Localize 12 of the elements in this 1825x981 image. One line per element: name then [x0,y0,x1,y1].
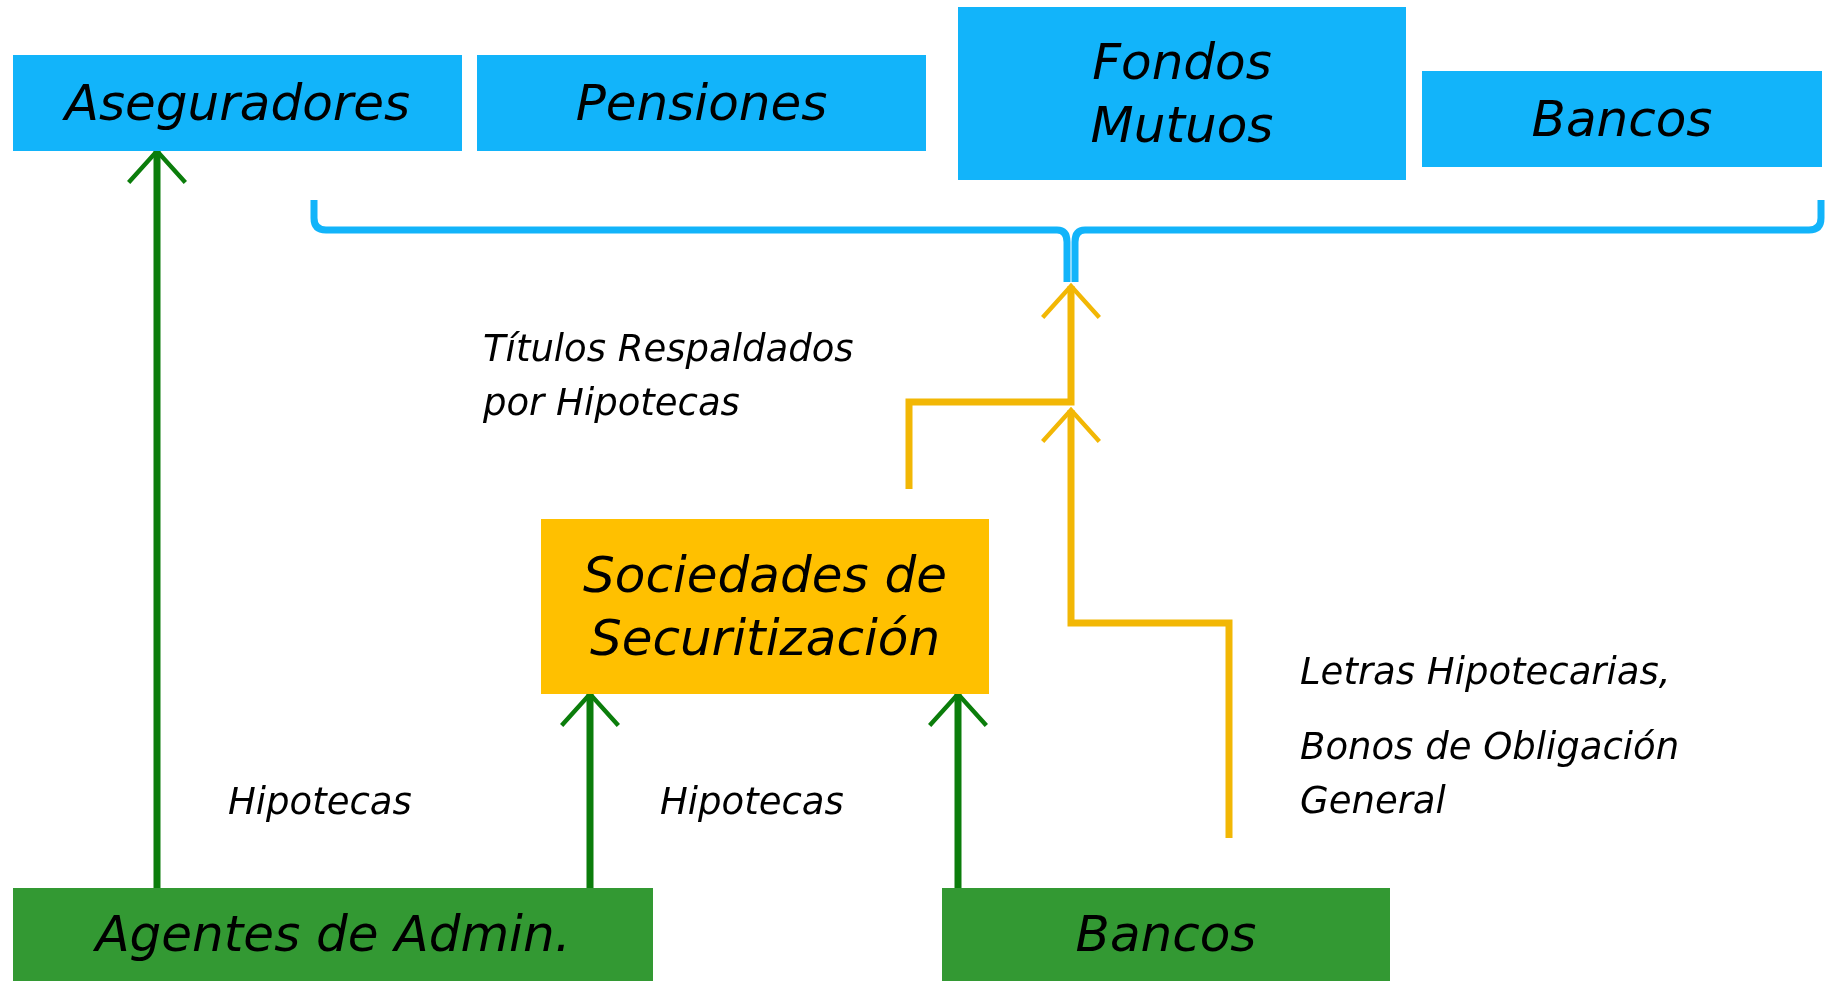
flow-label: Títulos Respaldados por Hipotecas [483,326,855,426]
entity-box: Sociedades de Securitización [541,519,989,694]
flow-label: Bonos de Obligación General [1300,724,1681,824]
entity-box: Pensiones [477,55,926,151]
flow-label: Letras Hipotecarias, [1300,649,1672,695]
flow-label: Hipotecas [660,779,845,825]
entity-box: Aseguradores [13,55,462,151]
entity-box: Bancos [942,888,1390,981]
entity-box: Bancos [1422,71,1822,167]
entity-box: Fondos Mutuos [958,7,1406,180]
entity-box: Agentes de Admin. [13,888,653,981]
flow-label: Hipotecas [228,779,413,825]
